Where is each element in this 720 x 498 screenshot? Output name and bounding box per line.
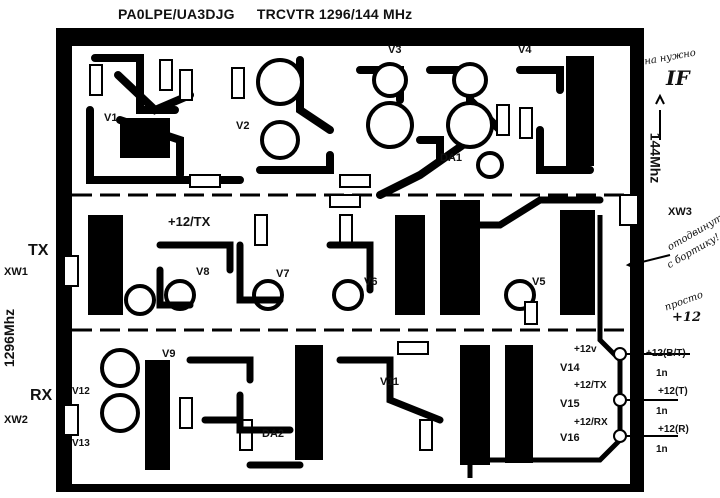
chip-da2: DA2 — [262, 428, 285, 440]
supply-label-12tx-mid: +12/TX — [168, 214, 211, 229]
tube-v11: V11 — [380, 376, 399, 388]
feed-lines — [626, 353, 690, 437]
feed-cap-1: 1n — [656, 368, 668, 379]
tube-v12: V12 — [72, 386, 90, 397]
tube-v15: V15 — [560, 398, 580, 410]
feed-label-12bt: +12(B/T) — [646, 348, 686, 359]
band-1296-label: 1296Mhz — [1, 308, 18, 368]
tube-v4: V4 — [518, 44, 532, 56]
feed-label-12r: +12(R) — [658, 424, 689, 435]
tube-v14: V14 — [560, 362, 580, 374]
band-144-label: 144Mhz — [647, 132, 664, 184]
rx-label: RX — [30, 387, 53, 404]
feed-cap-2: 1n — [656, 406, 668, 417]
top-section-components — [88, 56, 595, 470]
feed-cap-3: 1n — [656, 444, 668, 455]
header-author: PA0LPE/UA3DJG — [118, 6, 235, 22]
supply-label-12v: +12v — [574, 344, 597, 355]
tx-label: TX — [28, 242, 49, 259]
header-title: TRCVTR 1296/144 MHz — [256, 6, 413, 22]
xw1-label: XW1 — [4, 266, 28, 278]
tube-v7: V7 — [276, 268, 290, 280]
chip-da1: DA1 — [440, 152, 463, 164]
tube-v5: V5 — [532, 276, 546, 288]
header: PA0LPE/UA3DJG TRCVTR 1296/144 MHz — [118, 6, 430, 22]
xw3-label: XW3 — [668, 206, 692, 218]
supply-label-12rx: +12/RX — [574, 417, 608, 428]
tube-v2: V2 — [236, 120, 250, 132]
tube-v6: V6 — [364, 276, 378, 288]
connectors — [63, 194, 639, 436]
lower-traces — [156, 196, 604, 469]
supply-bus-trace — [467, 215, 623, 478]
xw2-label: XW2 — [4, 414, 28, 426]
tube-v16: V16 — [560, 432, 580, 444]
annotation-arrows — [625, 93, 671, 269]
tube-v3: V3 — [388, 44, 402, 56]
plus12-note-line2: +12 — [672, 310, 701, 325]
if-note-line2: IF — [666, 66, 690, 90]
pads — [613, 347, 627, 443]
tube-v1: V1 — [104, 112, 118, 124]
tube-v13: V13 — [72, 438, 90, 449]
tube-v8: V8 — [196, 266, 210, 278]
tube-v9: V9 — [162, 348, 176, 360]
feed-label-12t: +12(T) — [658, 386, 688, 397]
supply-label-12tx: +12/TX — [574, 380, 607, 391]
